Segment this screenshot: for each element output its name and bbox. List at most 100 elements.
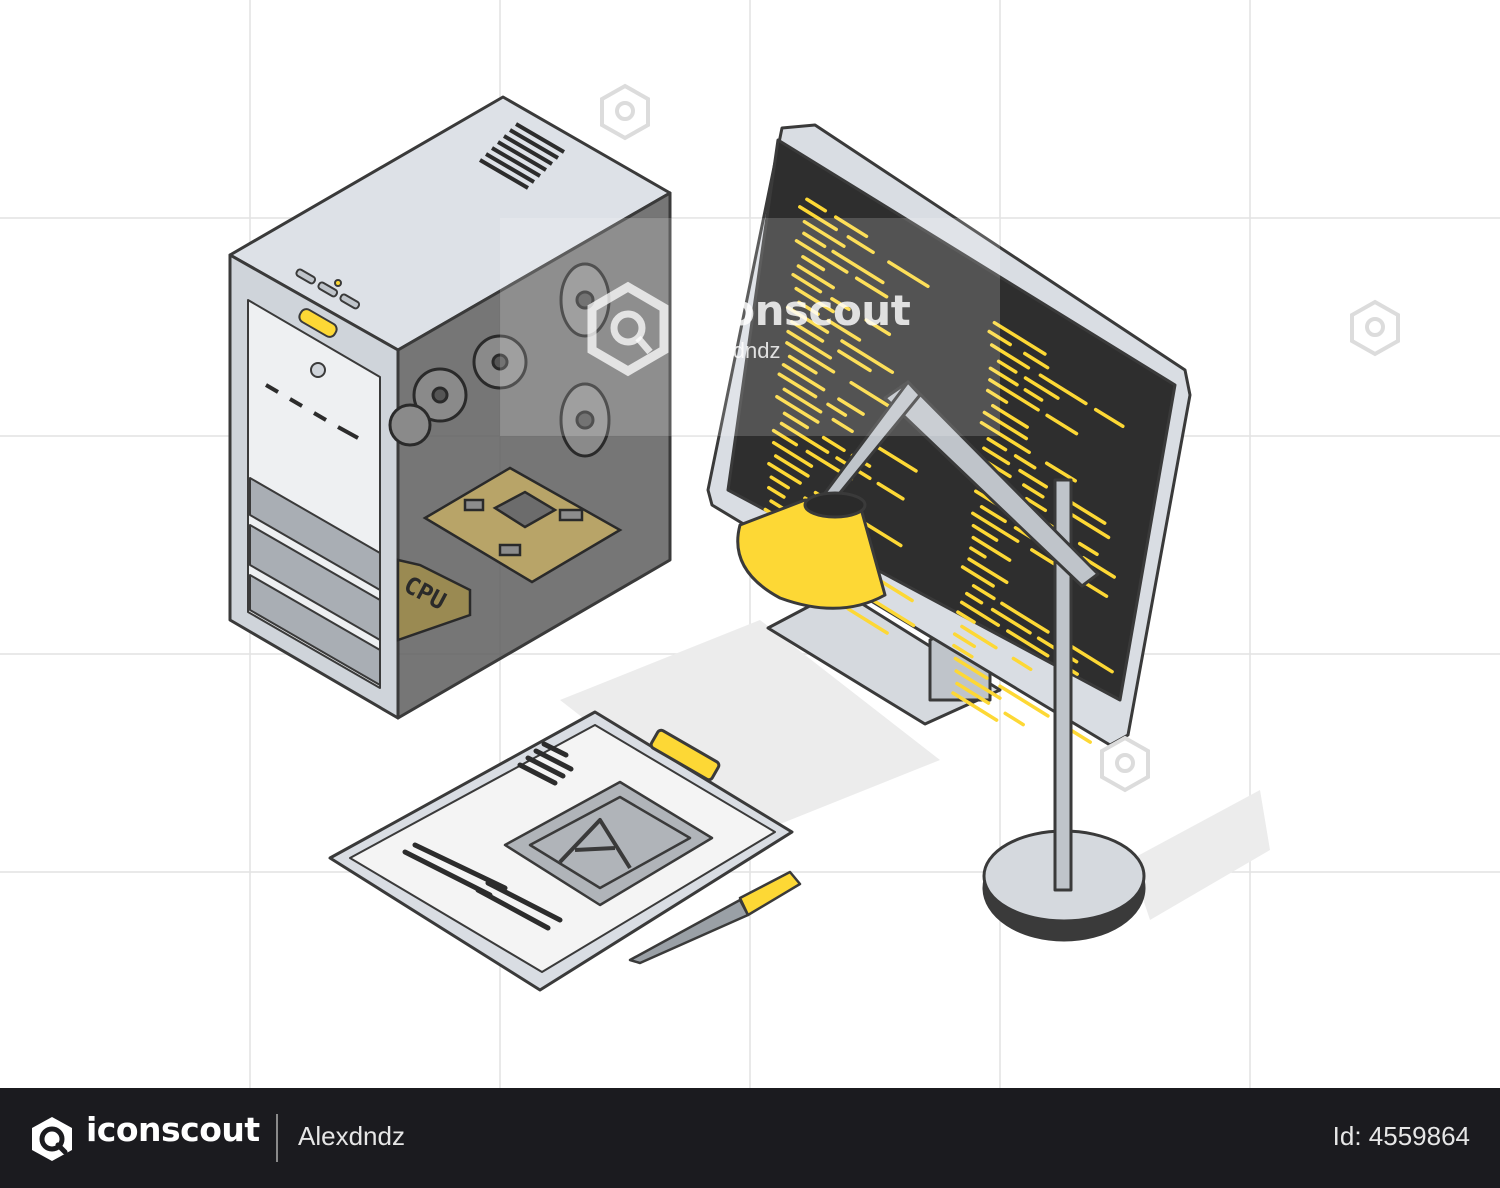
code-line <box>1011 656 1033 672</box>
shadow <box>1130 790 1270 920</box>
code-line <box>787 354 818 375</box>
code-line <box>864 318 892 337</box>
drive-bay <box>249 524 381 641</box>
drive-bay <box>249 574 381 686</box>
code-line <box>773 454 810 478</box>
iconscout-logo-icon[interactable] <box>28 1115 76 1163</box>
code-line <box>1013 454 1037 470</box>
code-line <box>1081 556 1116 579</box>
code-line <box>1093 407 1125 429</box>
brand-name[interactable]: iconscout <box>86 1110 260 1149</box>
code-line <box>785 305 830 334</box>
code-line <box>769 475 790 490</box>
code-line <box>1023 351 1050 370</box>
code-line <box>775 394 820 424</box>
code-line <box>802 219 846 248</box>
case-front-dashes <box>264 383 359 440</box>
code-line <box>1038 373 1088 406</box>
power-button-icon <box>298 308 338 338</box>
lamp-pole <box>1053 478 1073 892</box>
code-line <box>791 272 823 294</box>
lamp-shade <box>736 498 887 610</box>
code-line <box>798 205 838 232</box>
code-line <box>846 607 889 635</box>
code-line <box>971 523 999 542</box>
code-line <box>785 341 836 374</box>
code-line <box>1045 413 1079 436</box>
code-line <box>951 691 999 722</box>
code-line <box>952 632 977 649</box>
code-line <box>826 318 862 342</box>
isometric-workstation-illustration: CPU <box>0 0 1500 1088</box>
code-line <box>1044 461 1077 483</box>
divider <box>276 1114 278 1162</box>
code-line <box>969 546 987 559</box>
watermark-brand: iconscout <box>688 286 911 335</box>
code-line <box>830 297 851 312</box>
code-line <box>988 378 1040 412</box>
watermark-logo-icon <box>600 83 1400 793</box>
code-line <box>790 320 825 343</box>
code-line <box>967 557 1009 585</box>
code-line <box>971 535 1012 562</box>
code-line <box>1000 601 1050 634</box>
document-text-lines <box>402 741 574 931</box>
code-line <box>960 565 995 588</box>
code-line <box>1006 629 1050 658</box>
code-line <box>831 249 885 285</box>
code-line <box>960 624 998 650</box>
code-line <box>998 684 1050 718</box>
code-line <box>840 339 895 374</box>
code-line <box>986 437 1008 452</box>
code-line <box>777 372 818 399</box>
lamp-arm <box>883 380 1100 588</box>
code-line <box>802 231 827 249</box>
code-line <box>1023 376 1060 400</box>
code-line <box>959 600 1001 627</box>
tablet <box>328 710 794 992</box>
vent-icon <box>478 122 566 190</box>
code-line <box>989 343 1031 370</box>
code-line <box>952 643 974 659</box>
drive-bay <box>249 477 381 591</box>
code-line <box>1024 496 1048 513</box>
code-line <box>801 255 826 272</box>
code-line <box>779 421 830 454</box>
code-line <box>982 446 1011 466</box>
code-line <box>771 428 799 447</box>
code-line <box>786 329 833 360</box>
code-line <box>794 286 835 314</box>
code-line <box>992 320 1047 356</box>
code-line <box>1018 468 1048 489</box>
watermark-logo-icon <box>587 281 669 377</box>
code-line <box>833 215 869 239</box>
pen <box>628 870 802 965</box>
code-line <box>1003 711 1025 727</box>
fan-icon <box>388 403 432 447</box>
code-line <box>1077 541 1099 557</box>
author-name[interactable]: Alexdndz <box>298 1121 405 1151</box>
code-line <box>955 681 991 705</box>
code-line <box>971 511 1020 543</box>
shadow <box>560 620 940 840</box>
code-line <box>991 403 1029 429</box>
code-line <box>971 584 996 601</box>
code-line <box>965 591 984 605</box>
code-line <box>767 461 802 485</box>
code-line <box>794 239 849 274</box>
code-line <box>1023 388 1044 402</box>
code-line <box>996 359 1018 374</box>
app-icon <box>503 780 714 907</box>
code-line <box>985 388 1009 404</box>
asset-id: Id: 4559864 <box>1332 1121 1470 1151</box>
gpu-fans <box>388 262 611 458</box>
desk-lamp <box>736 380 1146 942</box>
code-line <box>990 607 1032 635</box>
code-line <box>782 387 823 414</box>
footer-bar: iconscout Alexdndz Id: 4559864 <box>0 1088 1500 1188</box>
code-line <box>826 402 848 417</box>
code-line <box>979 420 1031 455</box>
code-line <box>953 656 989 680</box>
code-line <box>878 579 914 603</box>
code-line <box>982 410 1029 441</box>
